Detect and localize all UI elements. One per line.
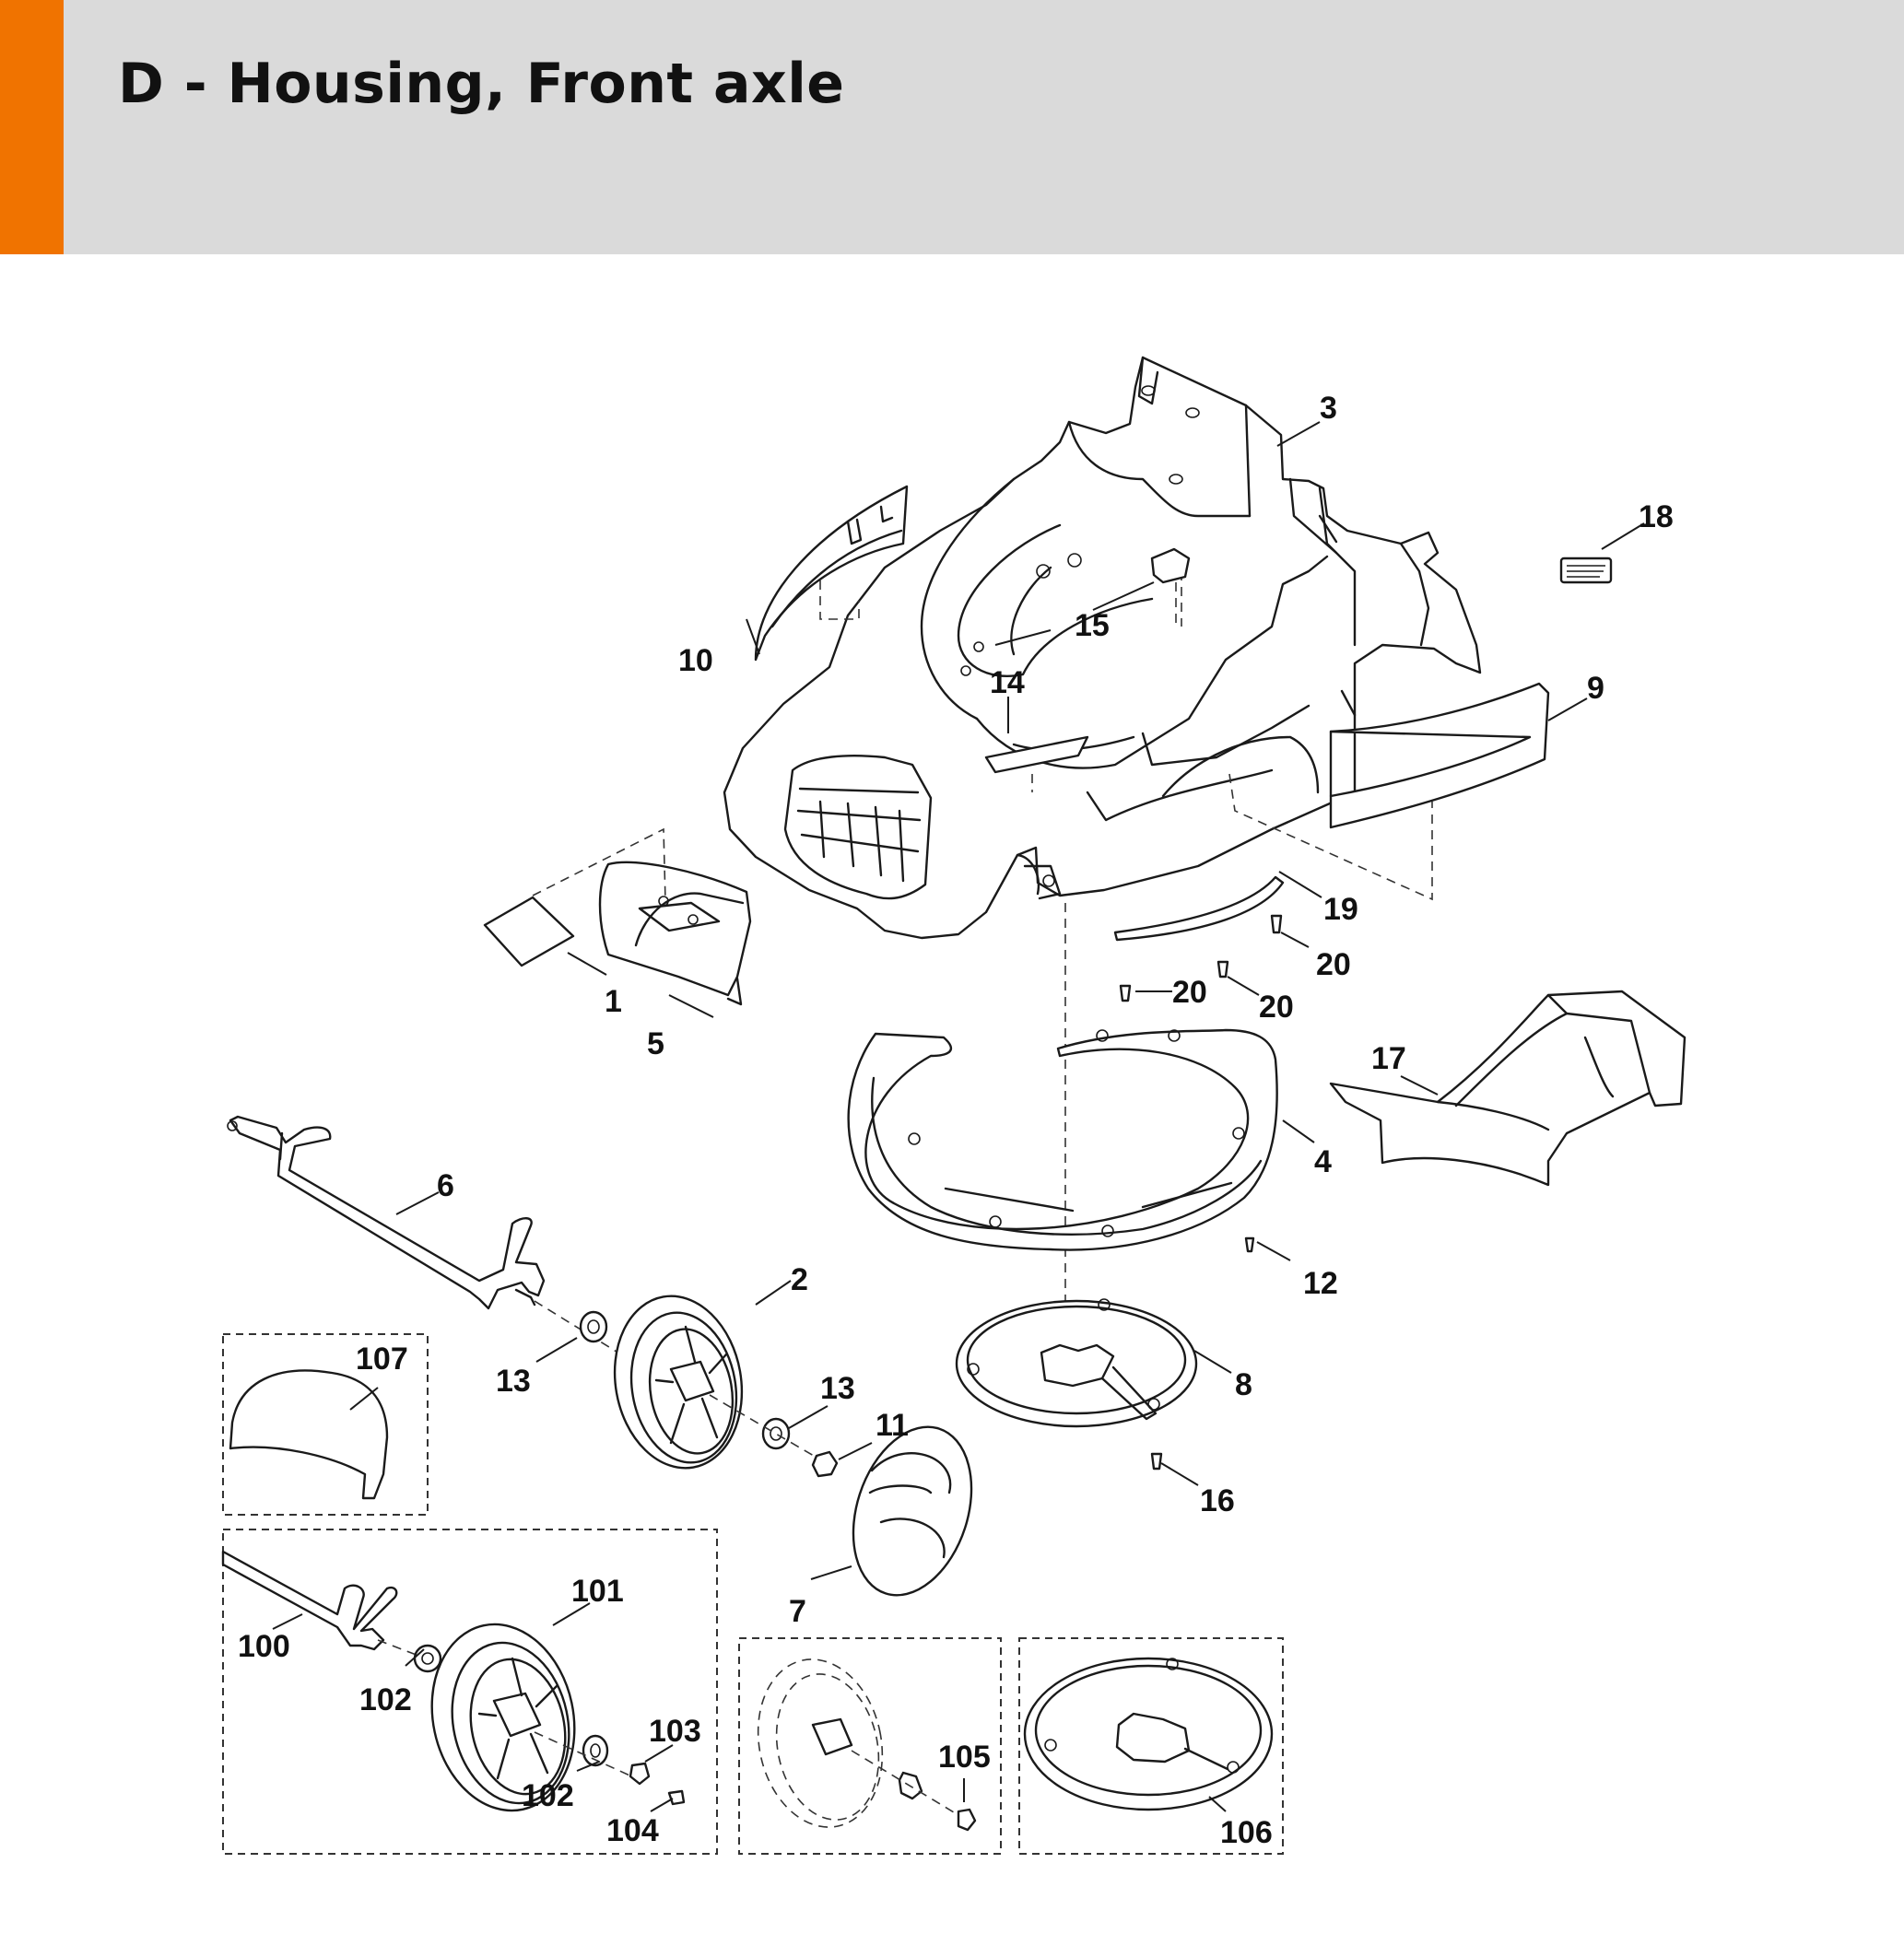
callout-1[interactable]: 1 — [605, 984, 622, 1019]
callout-9[interactable]: 9 — [1587, 671, 1604, 706]
wheel-part[interactable] — [602, 1286, 756, 1479]
callout-12[interactable]: 12 — [1303, 1266, 1338, 1301]
callout-18[interactable]: 18 — [1639, 499, 1674, 534]
callout-16[interactable]: 16 — [1200, 1483, 1235, 1518]
wheel-part-101[interactable] — [415, 1611, 591, 1823]
callout-17[interactable]: 17 — [1371, 1041, 1406, 1076]
callouts: 3 18 9 10 15 14 19 20 20 20 1 5 17 4 12 … — [238, 391, 1674, 1850]
callout-100[interactable]: 100 — [238, 1629, 290, 1664]
screw-part[interactable] — [1244, 1236, 1255, 1253]
front-axle-part[interactable] — [227, 1115, 546, 1310]
side-flap-part[interactable] — [754, 485, 909, 662]
callout-102[interactable]: 102 — [359, 1682, 412, 1717]
cover-plate-part[interactable] — [483, 896, 575, 967]
cover-part-107[interactable] — [229, 1369, 389, 1500]
accent-bar — [0, 0, 64, 254]
nut-part-105[interactable] — [898, 1771, 977, 1832]
mulch-plate-part-106[interactable] — [1023, 1657, 1274, 1811]
header-bar: D - Housing, Front axle — [0, 0, 1904, 254]
axle-part-100[interactable] — [221, 1550, 398, 1651]
screw-part[interactable] — [1119, 914, 1283, 1002]
bearing-part[interactable] — [579, 1310, 791, 1450]
mulch-plate-part[interactable] — [955, 1298, 1198, 1428]
hub-cap-part[interactable] — [833, 1412, 992, 1611]
callout-10[interactable]: 10 — [678, 643, 713, 678]
housing-part[interactable] — [723, 356, 1482, 1308]
callout-106[interactable]: 106 — [1220, 1815, 1273, 1850]
callout-15[interactable]: 15 — [1075, 608, 1110, 643]
bolt-part-104[interactable] — [667, 1789, 686, 1806]
callout-6[interactable]: 6 — [437, 1168, 454, 1203]
strip-part[interactable] — [1113, 875, 1285, 942]
leader-lines — [272, 421, 1645, 1812]
rear-flap-part[interactable] — [1329, 682, 1550, 829]
callout-2[interactable]: 2 — [791, 1262, 808, 1297]
nut-part[interactable] — [811, 1450, 839, 1478]
callout-13[interactable]: 13 — [820, 1371, 855, 1406]
screw-part[interactable] — [1150, 1452, 1163, 1471]
callout-19[interactable]: 19 — [1323, 892, 1358, 927]
callout-14[interactable]: 14 — [990, 665, 1025, 700]
callout-11[interactable]: 11 — [876, 1408, 909, 1443]
callout-107[interactable]: 107 — [356, 1342, 408, 1377]
option-box-axle-kit — [222, 1529, 718, 1855]
option-box-105 — [738, 1637, 1002, 1855]
callout-8[interactable]: 8 — [1235, 1367, 1252, 1402]
wheel-outline-105 — [757, 1658, 884, 1828]
callout-7[interactable]: 7 — [789, 1594, 806, 1629]
callout-4[interactable]: 4 — [1314, 1144, 1332, 1179]
callout-102[interactable]: 102 — [522, 1778, 574, 1813]
front-cover-part[interactable] — [598, 861, 752, 1006]
callout-101[interactable]: 101 — [571, 1574, 624, 1609]
washer-part-103[interactable] — [629, 1762, 651, 1786]
callout-104[interactable]: 104 — [606, 1813, 659, 1848]
callout-3[interactable]: 3 — [1320, 391, 1337, 426]
callout-20[interactable]: 20 — [1316, 947, 1351, 982]
callout-13[interactable]: 13 — [496, 1364, 531, 1399]
callout-103[interactable]: 103 — [649, 1714, 701, 1749]
label-part[interactable] — [1559, 557, 1613, 584]
deck-liner-part[interactable] — [847, 1028, 1278, 1251]
page-title: D - Housing, Front axle — [118, 52, 845, 116]
callout-20[interactable]: 20 — [1172, 975, 1207, 1010]
callout-5[interactable]: 5 — [647, 1026, 664, 1061]
clip-part[interactable] — [1150, 547, 1191, 627]
option-box-106 — [1018, 1637, 1284, 1855]
callout-20[interactable]: 20 — [1259, 990, 1294, 1025]
plate-part[interactable] — [984, 735, 1089, 774]
rear-deflector-part[interactable] — [1329, 990, 1687, 1187]
callout-105[interactable]: 105 — [938, 1740, 991, 1775]
